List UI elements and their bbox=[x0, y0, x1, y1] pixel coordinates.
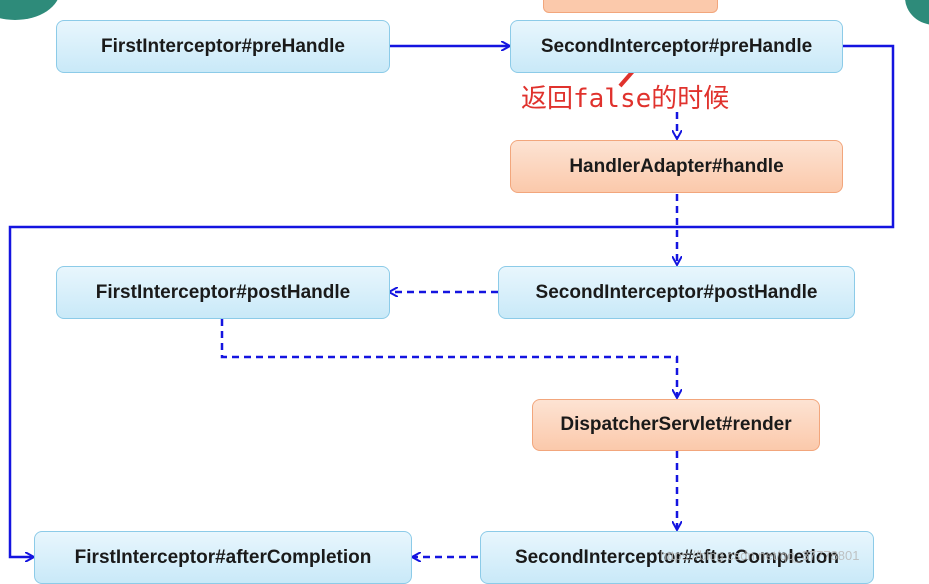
node-second-aftercompletion: SecondInterceptor#afterCompletion bbox=[480, 531, 874, 584]
node-dispatcherservlet-render: DispatcherServlet#render bbox=[532, 399, 820, 451]
node-second-prehandle: SecondInterceptor#preHandle bbox=[510, 20, 843, 73]
arrow-first-post-to-render bbox=[220, 319, 677, 397]
node-handleradapter-handle: HandlerAdapter#handle bbox=[510, 140, 843, 193]
node-first-aftercompletion: FirstInterceptor#afterCompletion bbox=[34, 531, 412, 584]
node-first-posthandle: FirstInterceptor#postHandle bbox=[56, 266, 390, 319]
node-first-prehandle: FirstInterceptor#preHandle bbox=[56, 20, 390, 73]
arrow-false-return-path bbox=[8, 44, 895, 557]
annotation-return-false: 返回false的时候 bbox=[521, 84, 730, 114]
top-center-decoration bbox=[543, 0, 718, 13]
node-second-posthandle: SecondInterceptor#postHandle bbox=[498, 266, 855, 319]
watermark: https://blog.csdn.net/qq_37778801 bbox=[660, 548, 860, 563]
